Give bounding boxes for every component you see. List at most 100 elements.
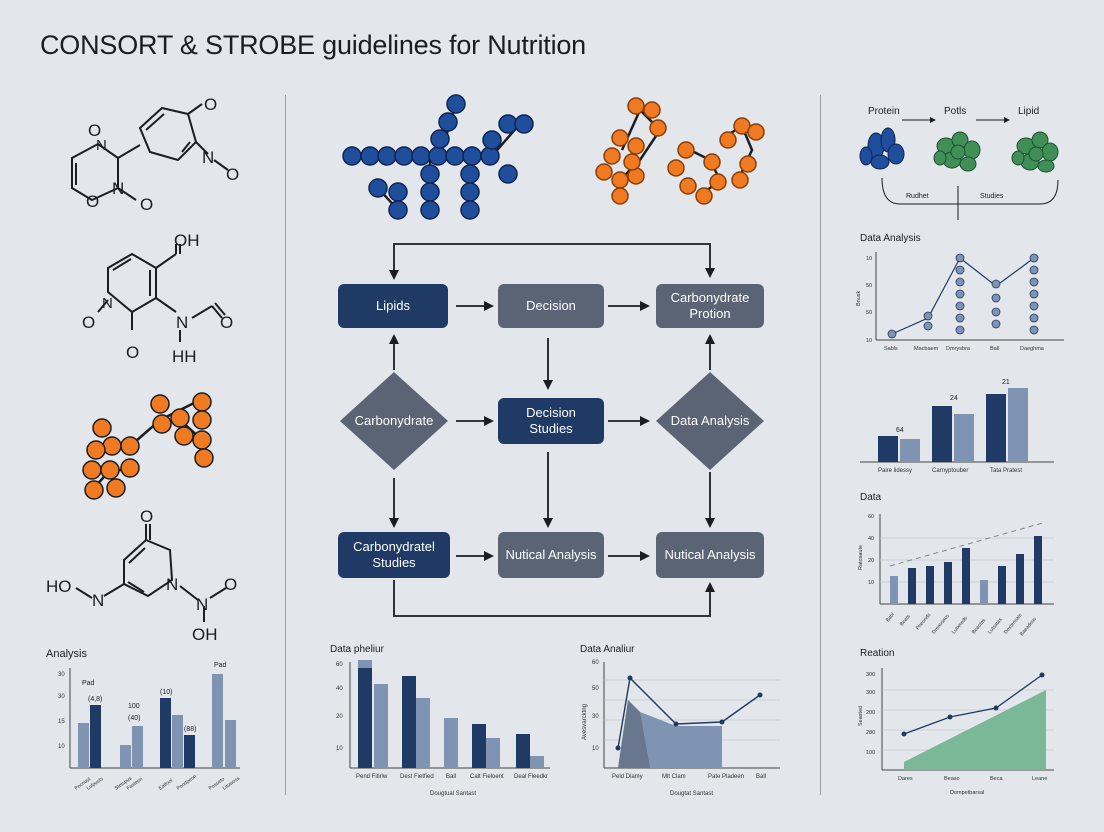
chart-bars-right: 64 24 21 Paire lidessy Carnyptouber Tata… [860, 379, 1054, 474]
annotation: (10) [160, 689, 172, 696]
point [955, 325, 965, 335]
bar [986, 394, 1006, 462]
x-tick: Deal Fleedkr [514, 774, 548, 780]
atom-label: O [82, 313, 95, 332]
atom-label: HH [172, 347, 197, 366]
bar [962, 548, 970, 604]
bar [486, 738, 500, 768]
bar [932, 406, 952, 462]
y-tick: 20 [336, 714, 343, 720]
chart-data-right: Data 60 40 20 10 Ratosaute Babl Beats Ph… [858, 492, 1054, 637]
atom-label: O [88, 121, 101, 140]
bar [926, 566, 934, 604]
chart-data-analysis-right: Data Analysis 10 50 50 10 Bnusk Sabls [856, 233, 1064, 352]
annotation: Pad [214, 662, 227, 669]
bar [998, 566, 1006, 604]
node-lipids: Lipids [338, 284, 448, 328]
node-nutical-analysis-2: Nutical Analysis [656, 532, 764, 578]
bar [120, 745, 131, 768]
atom-label: N [96, 137, 107, 154]
x-tick: Dest Fietfied [400, 774, 434, 780]
x-tick: Dmrysbra [946, 346, 971, 352]
area [618, 700, 650, 768]
y-tick: 200 [866, 710, 875, 716]
flow-label: Protein [868, 106, 900, 117]
y-tick: 30 [58, 672, 65, 678]
molecule-structure-2 [97, 244, 226, 342]
atom-label: O [140, 195, 153, 214]
y-tick: 15 [58, 719, 65, 725]
x-tick: Poodpeon [176, 774, 198, 792]
flow-label: Rudhet [906, 193, 929, 200]
chart-data-analiur: Data Analiur 10 30 50 60 Avesvarcktng Pe… [580, 644, 780, 797]
annotation: (88) [184, 726, 196, 733]
chart-data-pheliur: Data pheliur 10 20 40 60 Pend Fitirlw De… [330, 644, 550, 797]
divider-right [820, 95, 821, 795]
chart-analysis: Analysis 10 15 30 30 Pad (4,8) 100 (40) … [46, 648, 241, 792]
bar [160, 698, 171, 768]
y-tick: 40 [336, 686, 343, 692]
y-tick: 30 [58, 694, 65, 700]
x-tick: Babl [885, 612, 896, 624]
point [993, 705, 999, 711]
node-decision: Decision [498, 284, 604, 328]
flow-label: Studies [980, 193, 1004, 200]
point [673, 721, 679, 727]
flowchart-connectors [393, 243, 711, 617]
y-tick: 100 [866, 750, 875, 756]
point [991, 279, 1001, 289]
atom-label: O [140, 507, 153, 526]
bar [90, 705, 101, 768]
protein-cluster-icon [859, 127, 905, 170]
bar [954, 414, 974, 462]
y-tick: 10 [866, 256, 872, 262]
y-tick: 60 [336, 662, 343, 668]
bar [1034, 536, 1042, 604]
bar [358, 660, 372, 668]
chart-title: Data Analysis [860, 233, 921, 244]
y-axis-label: Seasted [858, 706, 864, 726]
y-tick: 50 [866, 310, 872, 316]
area [904, 690, 1046, 770]
y-tick: 300 [866, 690, 875, 696]
x-tick: Paire lidessy [878, 468, 912, 474]
point [1029, 325, 1039, 335]
bar [358, 668, 372, 768]
atom-label: O [86, 192, 99, 211]
chart-title: Data pheliur [330, 644, 385, 655]
point [955, 253, 965, 263]
atom-label: N [166, 575, 178, 594]
x-tick: Baeadoss [1019, 616, 1038, 637]
x-axis-label: Dougtual Santast [430, 791, 476, 797]
x-tick: Beca [990, 776, 1003, 782]
x-axis-label: Dougtat Santast [670, 791, 713, 797]
bar [212, 674, 223, 768]
x-tick: Pend Fitirlw [356, 774, 388, 780]
y-tick: 10 [866, 338, 872, 344]
atom-label: N [176, 313, 188, 332]
x-tick: Pheonds [915, 612, 933, 631]
y-tick: 10 [868, 580, 874, 586]
bar [944, 562, 952, 604]
y-axis-label: Bnusk [856, 290, 862, 306]
y-tick: 300 [866, 672, 875, 678]
y-tick: 10 [592, 746, 599, 752]
bar [1008, 388, 1028, 462]
page-title: CONSORT & STROBE guidelines for Nutritio… [40, 30, 586, 60]
y-tick: 50 [592, 686, 599, 692]
x-tick: Peld Dlamy [612, 774, 643, 780]
point [1029, 253, 1039, 263]
y-tick: 60 [868, 514, 874, 520]
bar [416, 698, 430, 768]
y-tick: 30 [592, 714, 599, 720]
flowchart-arrowheads [389, 268, 715, 592]
y-tick: 50 [866, 283, 872, 289]
y-tick: 40 [868, 536, 874, 542]
x-tick: Sabls [884, 346, 898, 352]
divider-left [285, 95, 286, 795]
point [991, 293, 1001, 303]
diamond-shape [340, 372, 448, 470]
node-carbonydratel-studies: Carbonydratel Studies [338, 532, 450, 578]
atom-label: N [92, 591, 104, 610]
x-tick: Ball [990, 346, 999, 352]
